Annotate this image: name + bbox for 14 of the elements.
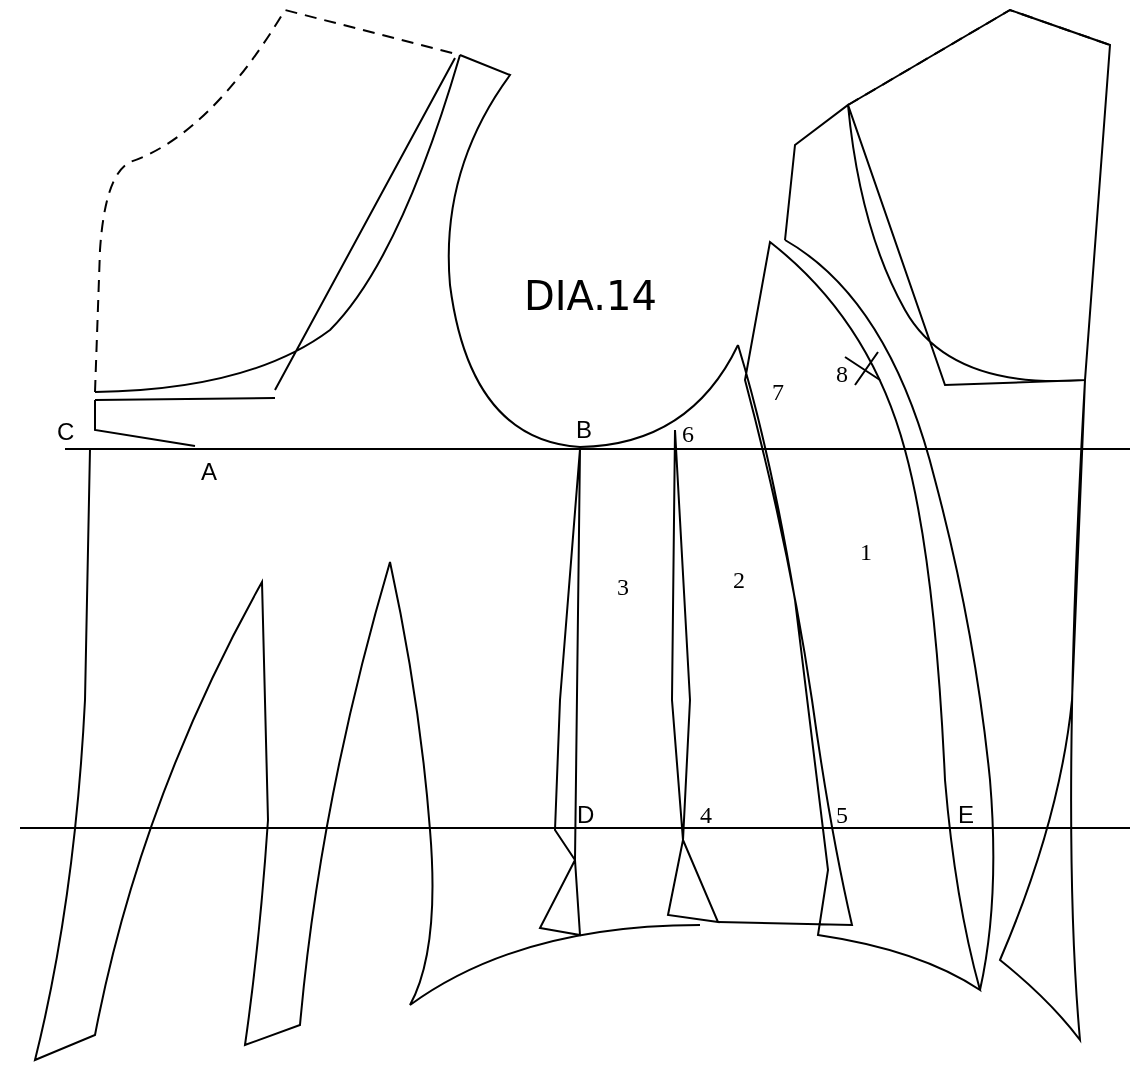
reference-letter: A <box>201 460 217 484</box>
piece-number: 2 <box>733 568 745 592</box>
piece-number: 5 <box>836 803 848 827</box>
reference-letter: C <box>57 420 75 444</box>
diagram-title: DIA.14 <box>524 276 657 316</box>
reference-letter: B <box>576 418 592 442</box>
piece-number: 8 <box>836 362 848 386</box>
piece-number: 1 <box>860 540 872 564</box>
reference-letter: E <box>958 803 974 827</box>
piece-number: 3 <box>617 575 629 599</box>
piece-number: 6 <box>682 422 694 446</box>
piece-number: 7 <box>772 380 784 404</box>
piece-number: 4 <box>700 803 712 827</box>
reference-letter: D <box>577 803 595 827</box>
